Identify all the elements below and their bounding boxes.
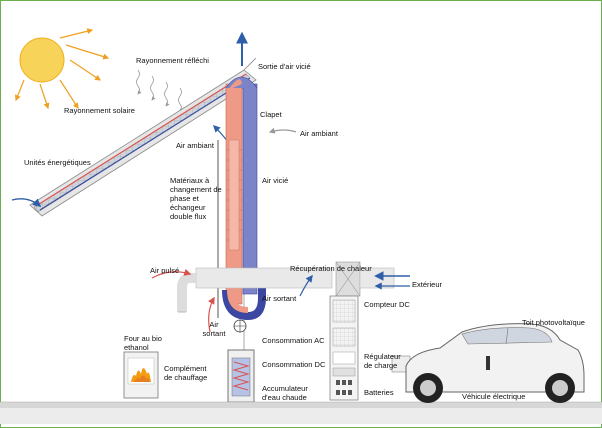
label-batteries: Batteries bbox=[364, 388, 394, 397]
fan-icon bbox=[233, 319, 247, 333]
ambient-air-arrow-right bbox=[268, 127, 297, 134]
label-exterior: Extérieur bbox=[412, 280, 443, 289]
label-hot-water-accumulator: Accumulateur d'eau chaude bbox=[262, 384, 308, 402]
electrical-cabinet bbox=[329, 295, 359, 401]
label-ambient-air-left: Air ambiant bbox=[176, 141, 214, 150]
label-heat-recovery: Récupération de chaleur bbox=[290, 264, 372, 273]
label-dc-meter: Compteur DC bbox=[364, 300, 410, 309]
label-ac-consumption: Consommation AC bbox=[262, 336, 325, 345]
label-ambient-air-right: Air ambiant bbox=[300, 129, 338, 138]
inlet-arrow bbox=[11, 198, 42, 208]
label-pv-roof: Toit photovoltaïque bbox=[522, 318, 585, 327]
heat-exchanger-duct bbox=[222, 76, 266, 321]
label-exhaust-outlet: Sortie d'air vicié bbox=[258, 62, 311, 71]
solar-collector bbox=[29, 57, 257, 217]
label-electric-vehicle: Véhicule électrique bbox=[462, 392, 526, 401]
hot-water-tank bbox=[227, 349, 255, 403]
label-solar-radiation: Rayonnement solaire bbox=[64, 106, 135, 115]
label-bioethanol-stove: Four au bio ethanol bbox=[124, 334, 162, 352]
bioethanol-stove-icon bbox=[123, 351, 159, 399]
supply-air-duct bbox=[177, 273, 196, 313]
label-phase-change-materials: Matériaux à changement de phase et échan… bbox=[170, 176, 222, 221]
label-reflected-radiation: Rayonnement réfléchi bbox=[136, 56, 209, 65]
label-charge-regulator: Régulateur de charge bbox=[364, 352, 401, 370]
label-auxiliary-heating: Complément de chauffage bbox=[164, 364, 208, 382]
label-energy-units: Unités énergétiques bbox=[24, 158, 91, 167]
label-damper: Clapet bbox=[260, 110, 282, 119]
label-supply-air: Air pulsé bbox=[150, 266, 180, 275]
label-dc-consumption: Consommation DC bbox=[262, 360, 326, 369]
electric-vehicle bbox=[405, 323, 585, 403]
ground bbox=[0, 401, 602, 424]
outgoing-air-arrow-right bbox=[299, 274, 313, 297]
label-stale-air: Air vicié bbox=[262, 176, 289, 185]
label-outgoing-air-right: Air sortant bbox=[262, 294, 297, 303]
sun-icon bbox=[14, 28, 110, 110]
outgoing-air-arrow-left bbox=[208, 296, 215, 333]
label-outgoing-air-left: Air sortant bbox=[202, 320, 226, 338]
reflected-radiation-arrows bbox=[136, 69, 184, 113]
supply-air-arrow bbox=[151, 268, 192, 279]
